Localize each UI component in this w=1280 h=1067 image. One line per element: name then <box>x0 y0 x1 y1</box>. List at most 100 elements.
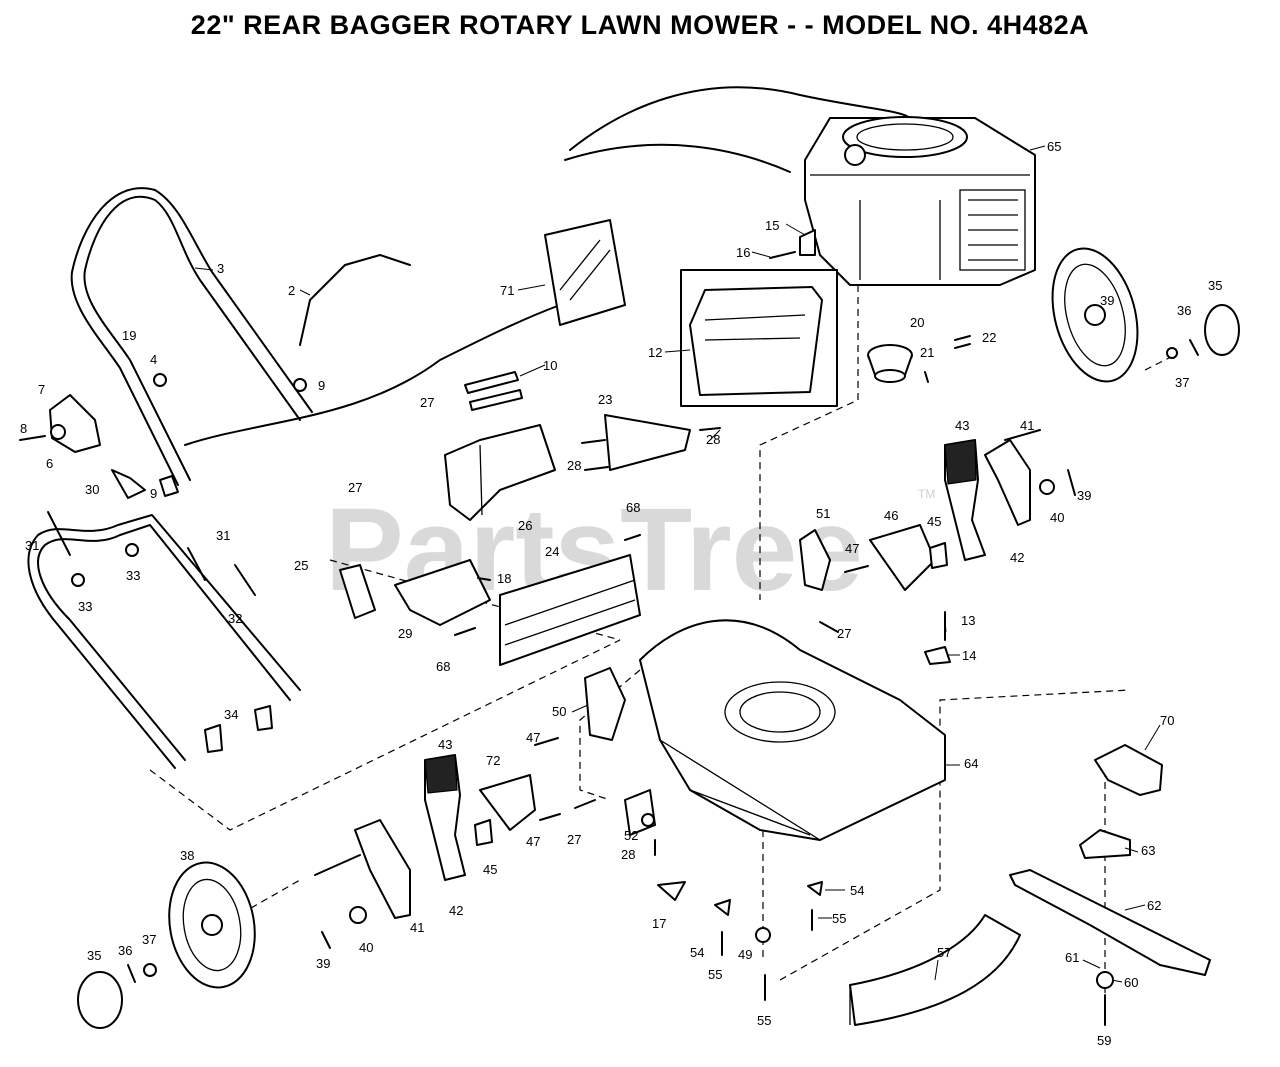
callout-label: 47 <box>526 730 540 745</box>
callout-label: 41 <box>1020 418 1034 433</box>
rear-door-bracket <box>444 424 556 521</box>
callout-label: 18 <box>497 571 511 586</box>
knob-33-a <box>71 573 85 587</box>
engine <box>804 116 1036 286</box>
callout-label: 52 <box>624 828 638 843</box>
callout-label: 39 <box>316 956 330 971</box>
callout-label: 40 <box>1050 510 1064 525</box>
callout-label: 25 <box>294 558 308 573</box>
engine-axis-line <box>759 285 859 600</box>
bracket-50 <box>584 667 626 741</box>
screw-21 <box>924 371 929 383</box>
knob-4 <box>153 373 167 387</box>
callout-label: 42 <box>449 903 463 918</box>
part-17 <box>657 881 686 901</box>
plate-72 <box>479 774 536 831</box>
bolt-47-left-b <box>539 813 561 821</box>
callout-label: 36 <box>118 943 132 958</box>
knob-9-b <box>159 475 179 497</box>
callout-label: 57 <box>937 945 951 960</box>
callout-label: 59 <box>1097 1033 1111 1048</box>
washer-37-left <box>143 963 157 977</box>
callout-label: 27 <box>567 832 581 847</box>
callout-label: 31 <box>25 538 39 553</box>
axle-right <box>1004 429 1041 441</box>
callout-label: 38 <box>180 848 194 863</box>
callout-label: 47 <box>526 834 540 849</box>
grass-bag-12 <box>689 286 823 396</box>
callout-label: 45 <box>927 514 941 529</box>
adapter-70 <box>1094 744 1163 796</box>
bolt-47-right <box>844 565 869 573</box>
callout-label: 33 <box>126 568 140 583</box>
screw-18 <box>477 577 491 581</box>
control-cable <box>569 86 911 151</box>
callout-label: 37 <box>1175 375 1189 390</box>
callout-label: 27 <box>420 395 434 410</box>
callout-label: 15 <box>765 218 779 233</box>
bolt-39-right <box>1067 469 1076 496</box>
bracket-41-left <box>354 819 411 919</box>
bolt-68-a <box>624 534 641 541</box>
callout-label: 4 <box>150 352 157 367</box>
bolt-28-c <box>699 427 721 431</box>
clip-30 <box>111 469 146 499</box>
callout-label: 71 <box>500 283 514 298</box>
callout-label: 50 <box>552 704 566 719</box>
callout-label: 24 <box>545 544 559 559</box>
callout-label: 12 <box>648 345 662 360</box>
callout-label: 72 <box>486 753 500 768</box>
callout-label: 36 <box>1177 303 1191 318</box>
callout-label: 46 <box>884 508 898 523</box>
spring-45-left <box>474 819 493 846</box>
bolt-31-right-b <box>234 564 256 596</box>
callout-label: 55 <box>832 911 846 926</box>
callout-label: 30 <box>85 482 99 497</box>
knob-33-b <box>125 543 139 557</box>
hubcap-35-right <box>1204 304 1240 356</box>
callout-label: 20 <box>910 315 924 330</box>
callout-label: 33 <box>78 599 92 614</box>
callout-label: 45 <box>483 862 497 877</box>
callout-label: 14 <box>962 648 976 663</box>
callout-label: 54 <box>850 883 864 898</box>
callout-label: 47 <box>845 541 859 556</box>
callout-label: 28 <box>621 847 635 862</box>
washer-40-left <box>349 906 367 924</box>
callout-labels: 65 15 16 71 12 20 21 22 35 36 39 37 3 2 … <box>20 139 1222 1048</box>
bar-10 <box>464 371 519 394</box>
baffle-57 <box>849 914 1021 1026</box>
leader-lines <box>194 145 1161 983</box>
diagram-title: 22" REAR BAGGER ROTARY LAWN MOWER - - MO… <box>190 10 1090 40</box>
callout-label: 68 <box>626 500 640 515</box>
handle-cable <box>184 304 561 446</box>
callout-label: 63 <box>1141 843 1155 858</box>
callout-label: 6 <box>46 456 53 471</box>
callout-label: 7 <box>38 382 45 397</box>
left-wheel <box>168 861 256 989</box>
callout-label: 39 <box>1077 488 1091 503</box>
deck-rear-line <box>779 689 1131 981</box>
axle-left <box>314 854 361 876</box>
spring-22 <box>954 335 971 349</box>
callout-label: 60 <box>1124 975 1138 990</box>
callout-label: 39 <box>1100 293 1114 308</box>
bolt-28-a <box>581 439 606 444</box>
nut-52 <box>641 813 655 827</box>
knob-9-a <box>293 378 307 392</box>
callout-label: 41 <box>410 920 424 935</box>
clip-34 <box>204 724 223 753</box>
callout-label: 2 <box>288 283 295 298</box>
callout-label: 35 <box>87 948 101 963</box>
right-wheel <box>1051 247 1139 383</box>
callout-label: 17 <box>652 916 666 931</box>
callout-label: 21 <box>920 345 934 360</box>
callout-label: 29 <box>398 626 412 641</box>
callout-label: 3 <box>217 261 224 276</box>
callout-label: 37 <box>142 932 156 947</box>
callout-label: 19 <box>122 328 136 343</box>
callout-label: 70 <box>1160 713 1174 728</box>
pin-27-left <box>574 799 596 809</box>
